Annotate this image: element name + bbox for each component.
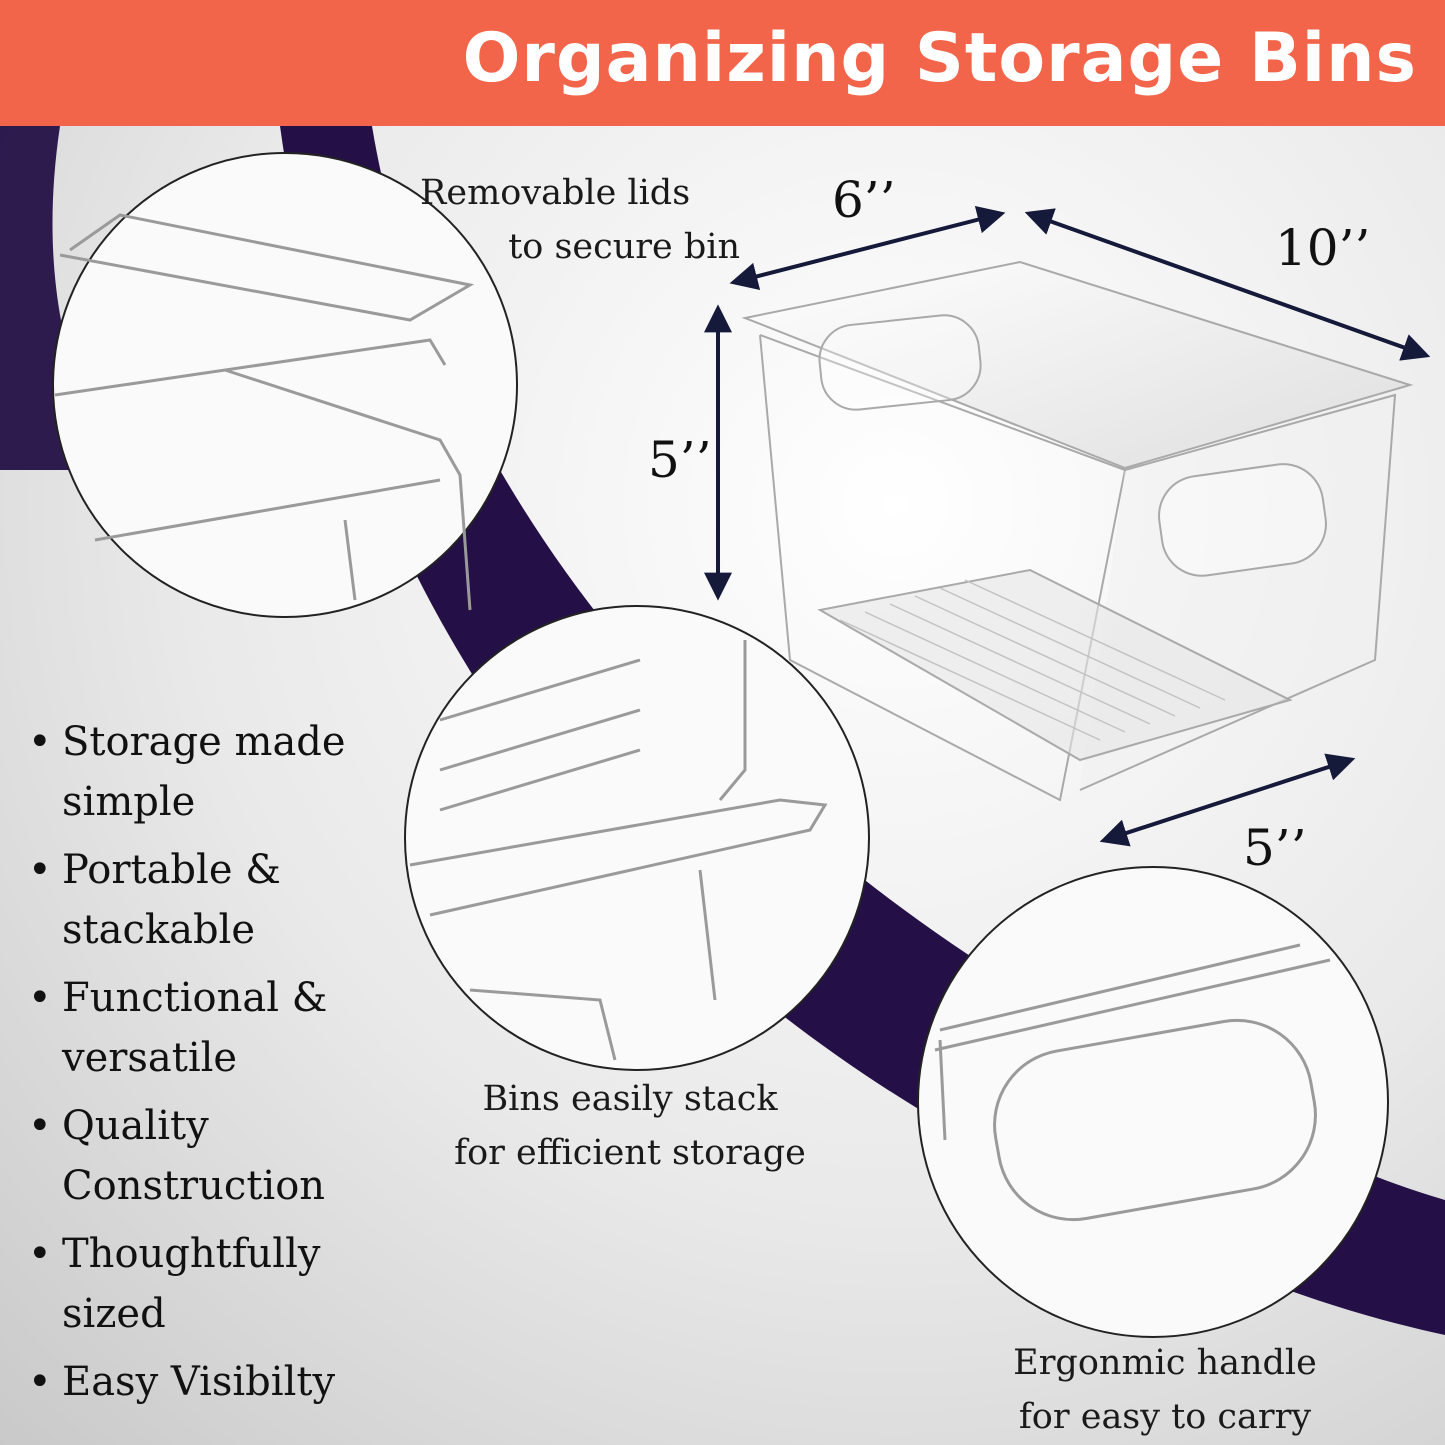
feature-line1: Storage made <box>62 719 346 765</box>
feature-line1: Portable & <box>62 847 281 893</box>
page-title: Organizing Storage Bins <box>462 19 1417 98</box>
feature-line2: stackable <box>62 907 256 953</box>
feature-item: • Functional & versatile <box>28 968 358 1088</box>
width-label: 6’’ <box>832 171 896 229</box>
feature-list: • Storage made simple • Portable & stack… <box>28 712 358 1420</box>
lid-callout-line1: Removable lids <box>420 173 691 213</box>
lid-callout-line2: to secure bin <box>508 227 740 267</box>
feature-line1: Quality <box>62 1103 209 1149</box>
bullet-icon: • <box>28 1359 52 1405</box>
feature-line1: Thoughtfully <box>62 1231 321 1277</box>
stack-callout-line1: Bins easily stack <box>482 1079 778 1119</box>
feature-item: • Easy Visibilty <box>28 1352 358 1412</box>
handle-callout-line2: for easy to carry <box>1018 1397 1312 1437</box>
depth-arrow <box>1099 753 1356 847</box>
bullet-icon: • <box>28 847 52 893</box>
bullet-icon: • <box>28 719 52 765</box>
feature-item: • Storage made simple <box>28 712 358 832</box>
handle-detail-circle <box>917 866 1389 1338</box>
height-label: 5’’ <box>648 431 712 489</box>
depth-label: 5’’ <box>1243 819 1307 877</box>
length-label: 10’’ <box>1275 219 1371 277</box>
bullet-icon: • <box>28 1103 52 1149</box>
feature-line2: sized <box>62 1291 166 1337</box>
lid-detail-circle <box>52 152 518 618</box>
feature-line2: versatile <box>62 1035 238 1081</box>
header-banner: Organizing Storage Bins <box>0 0 1445 126</box>
feature-line2: simple <box>62 779 196 825</box>
storage-bin-image <box>741 260 1414 802</box>
stack-callout: Bins easily stack for efficient storage <box>430 1072 830 1180</box>
lid-callout: Removable lids to secure bin <box>420 166 740 274</box>
bullet-icon: • <box>28 975 52 1021</box>
bullet-icon: • <box>28 1231 52 1277</box>
feature-line1: Functional & <box>62 975 328 1021</box>
feature-line1: Easy Visibilty <box>62 1359 336 1405</box>
handle-callout: Ergonmic handle for easy to carry <box>990 1336 1340 1444</box>
feature-item: • Quality Construction <box>28 1096 358 1216</box>
stack-callout-line2: for efficient storage <box>454 1133 806 1173</box>
feature-line2: Construction <box>62 1163 326 1209</box>
length-arrow <box>1024 208 1431 361</box>
handle-callout-line1: Ergonmic handle <box>1013 1343 1317 1383</box>
width-arrow <box>729 206 1006 290</box>
feature-item: • Portable & stackable <box>28 840 358 960</box>
feature-item: • Thoughtfully sized <box>28 1224 358 1344</box>
stack-detail-circle <box>404 605 870 1071</box>
